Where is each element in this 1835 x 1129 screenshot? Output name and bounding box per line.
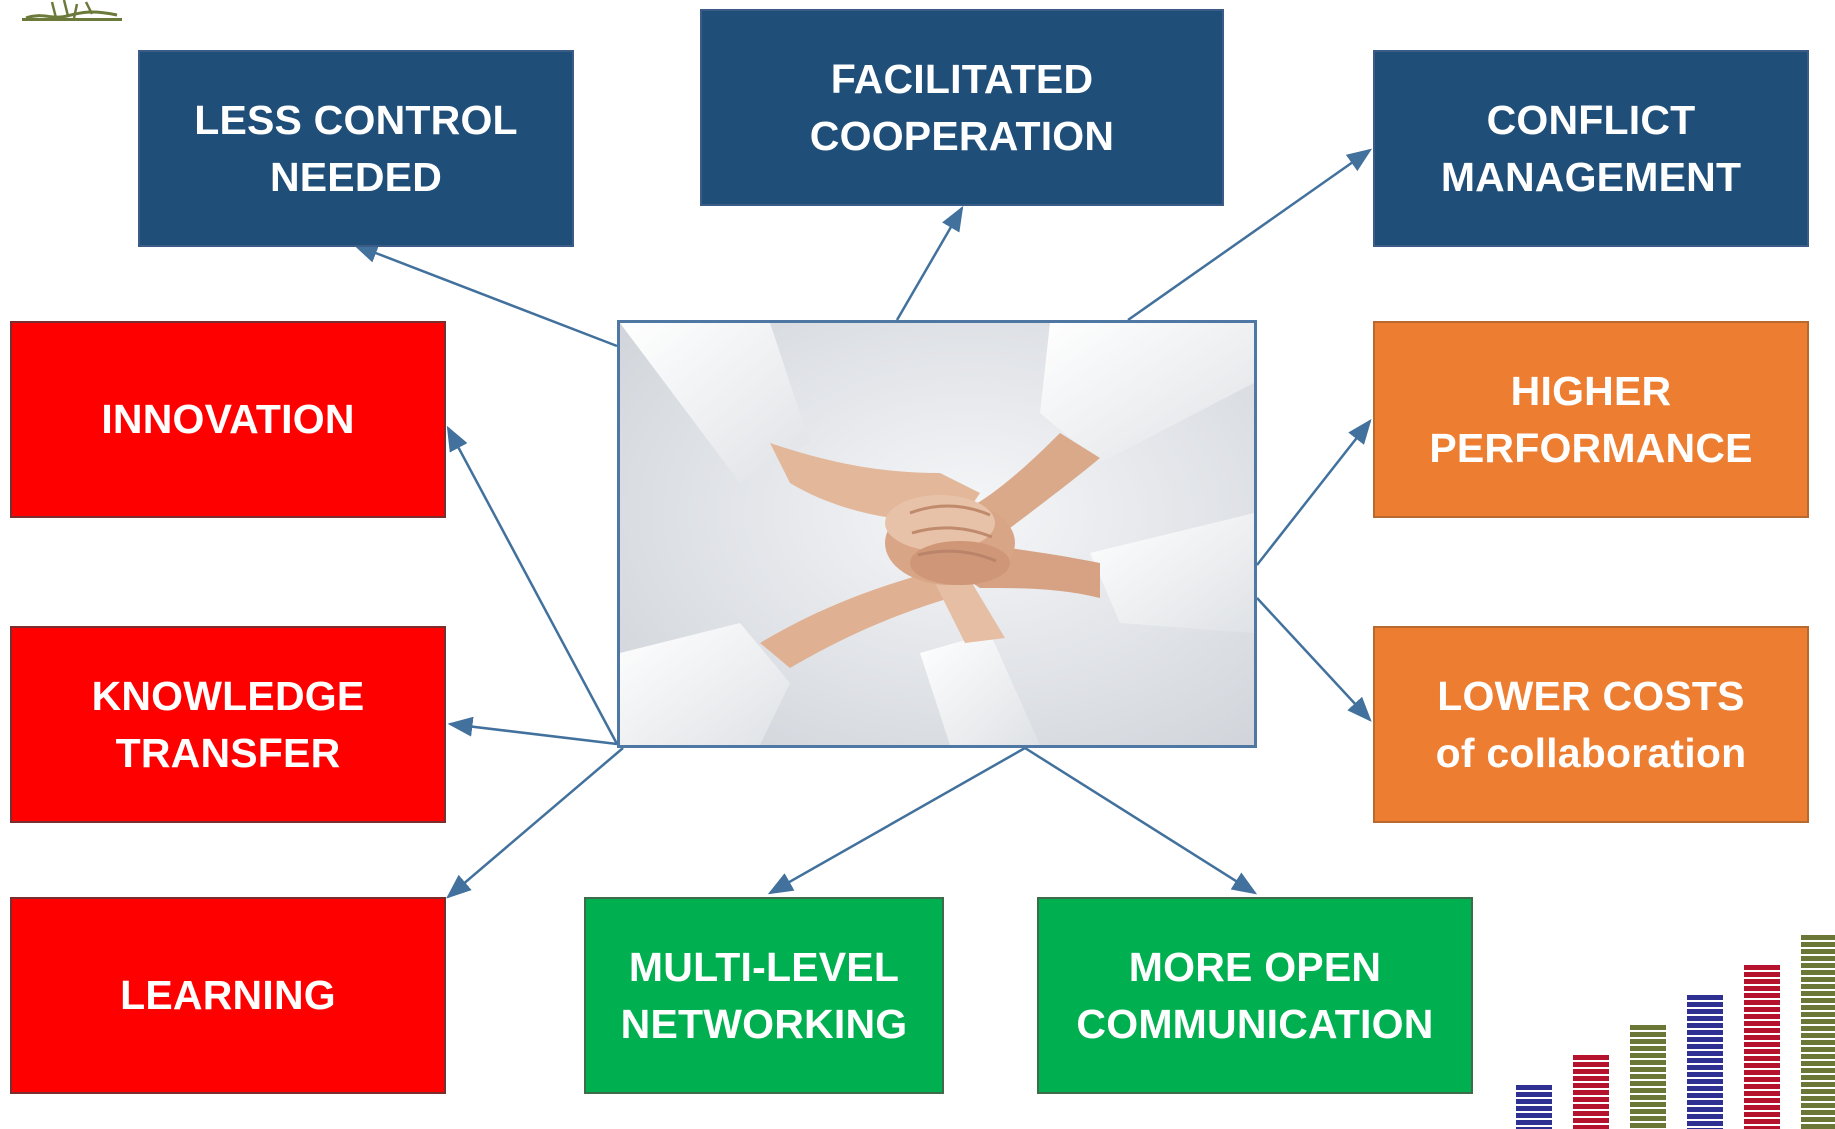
node-lower-costs: LOWER COSTS of collaboration xyxy=(1373,626,1809,823)
node-conflict-line-1: CONFLICT xyxy=(1486,96,1696,143)
node-lower-line-2: of collaboration xyxy=(1435,729,1747,776)
node-less-line-1: LESS CONTROL xyxy=(194,96,518,143)
node-less-line-2: NEEDED xyxy=(269,153,443,200)
node-open-line-2: COMMUNICATION xyxy=(1076,1000,1434,1047)
arrow-to-higher-performance xyxy=(1256,419,1372,566)
node-facil-line-2: COOPERATION xyxy=(809,112,1115,159)
center-photo-hands xyxy=(617,320,1257,748)
node-know-line-2: TRANSFER xyxy=(115,729,341,776)
node-multi-level-networking: MULTI-LEVEL NETWORKING xyxy=(584,897,944,1094)
bar-logo-bar xyxy=(1516,1085,1552,1129)
top-left-logo xyxy=(22,0,122,21)
bar-logo-bar xyxy=(1687,995,1723,1129)
arrow-to-multi-level-networking xyxy=(767,746,1026,895)
node-higher-line-2: PERFORMANCE xyxy=(1429,424,1753,471)
arrow-to-lower-costs xyxy=(1256,597,1372,722)
bar-logo-bar xyxy=(1573,1055,1609,1129)
node-higher-line-1: HIGHER xyxy=(1510,367,1672,414)
node-conflict-management: CONFLICT MANAGEMENT xyxy=(1373,50,1809,247)
node-higher-performance: HIGHER PERFORMANCE xyxy=(1373,321,1809,518)
arrow-to-more-open-communication xyxy=(1024,746,1258,895)
node-conflict-line-2: MANAGEMENT xyxy=(1440,153,1742,200)
arrow-to-knowledge-transfer xyxy=(447,716,618,746)
bar-logo-bar xyxy=(1630,1025,1666,1128)
node-multi-line-2: NETWORKING xyxy=(620,1000,908,1047)
arrow-to-innovation xyxy=(446,425,619,745)
node-learn-line-1: LEARNING xyxy=(120,972,336,1018)
bar-logo-bar xyxy=(1801,935,1835,1129)
node-innovation: INNOVATION xyxy=(10,321,446,518)
node-less-control-needed: LESS CONTROL NEEDED xyxy=(138,50,574,247)
node-innov-line-1: INNOVATION xyxy=(101,396,355,442)
node-facilitated-cooperation: FACILITATED COOPERATION xyxy=(700,9,1224,206)
node-open-line-1: MORE OPEN xyxy=(1128,943,1382,990)
arrow-to-facilitated-cooperation xyxy=(895,205,964,321)
node-know-line-1: KNOWLEDGE xyxy=(91,672,365,719)
hands-stacked-photo-icon xyxy=(620,323,1254,745)
bar-logo-bar xyxy=(1744,965,1780,1129)
bar-logo-icon xyxy=(1516,935,1835,1129)
node-more-open-communication: MORE OPEN COMMUNICATION xyxy=(1037,897,1473,1094)
node-facil-line-1: FACILITATED xyxy=(830,55,1094,102)
node-knowledge-transfer: KNOWLEDGE TRANSFER xyxy=(10,626,446,823)
arrow-to-learning xyxy=(446,747,624,899)
node-multi-line-1: MULTI-LEVEL xyxy=(628,943,900,990)
node-learning: LEARNING xyxy=(10,897,446,1094)
node-lower-line-1: LOWER COSTS xyxy=(1437,672,1745,719)
